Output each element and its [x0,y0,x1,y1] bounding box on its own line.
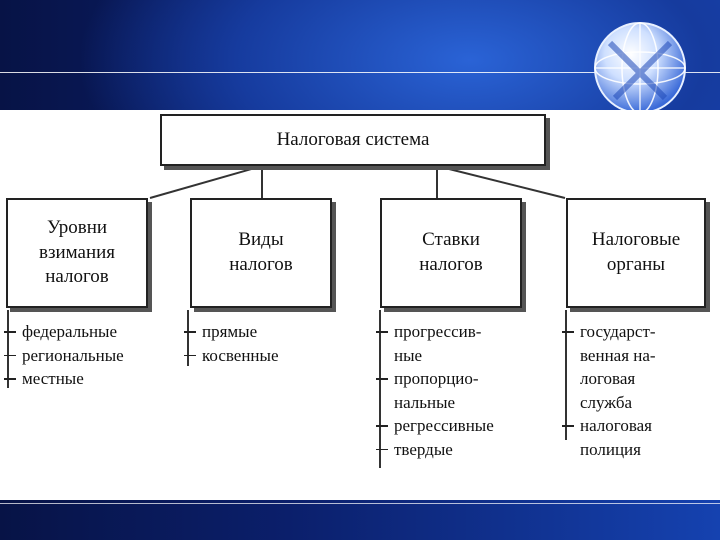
category-title-line: Налоговые [591,229,681,251]
list-item: налоговая [560,414,656,438]
category-title-line: налогов [45,266,109,288]
category-authorities: Налоговые органы [566,198,706,308]
category-types: Виды налогов [190,198,332,308]
header-divider [0,72,720,73]
root-node: Налоговая система [160,114,546,166]
list-item: косвенные [182,344,279,368]
footer-divider [0,503,720,504]
list-item: твердые [374,438,494,462]
category-title-line: Ставки [422,229,480,251]
levels-list: федеральные региональные местные [2,320,124,391]
authorities-list: государст- венная на- логовая служба нал… [560,320,656,461]
diagram-panel: Налоговая система Уровни взимания налого… [0,110,720,500]
category-title-line: Виды [238,229,284,251]
category-rates: Ставки налогов [380,198,522,308]
list-item: прямые [182,320,279,344]
list-item: полиция [580,439,641,459]
globe-icon [594,22,686,114]
category-title-line: взимания [38,241,116,263]
list-item: нальные [394,392,456,412]
list-item: государст- [560,320,656,344]
category-title-line: органы [606,254,666,275]
list-item: регрессивные [374,414,494,438]
list-item: служба [580,392,633,412]
list-item: венная на- [580,345,656,365]
rates-list: прогрессив- ные пропорцио- нальные регре… [374,320,494,461]
root-label: Налоговая система [276,128,430,150]
list-item: региональные [2,344,124,368]
types-list: прямые косвенные [182,320,279,367]
category-title-line: налогов [419,254,483,275]
list-item: логовая [580,369,636,388]
category-title-line: налогов [229,254,293,275]
list-item: прогрессив- [374,320,494,344]
category-title-line: Уровни [46,216,108,238]
list-item: местные [2,367,124,391]
list-item: пропорцио- [374,367,494,391]
list-item: ные [394,345,423,365]
category-levels: Уровни взимания налогов [6,198,148,308]
list-item: федеральные [2,320,124,344]
